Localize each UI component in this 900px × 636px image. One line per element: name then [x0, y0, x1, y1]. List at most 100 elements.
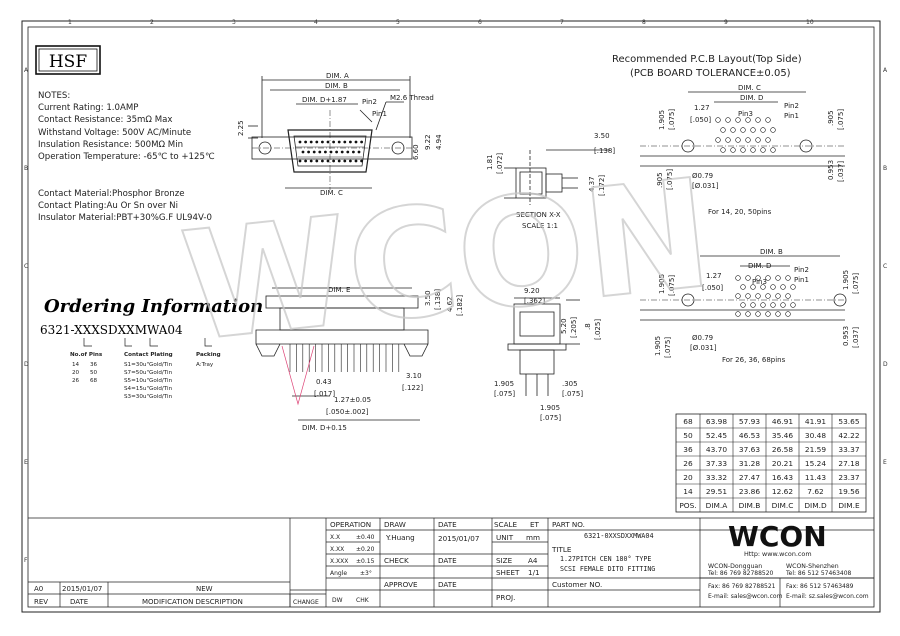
- front-thread: M2.6 Thread: [390, 94, 434, 102]
- tick-side-e: E: [24, 459, 28, 466]
- tb-operation: OPERATION: [330, 520, 371, 529]
- pcb2-bottom: 0.953: [842, 326, 850, 346]
- pins-3b: 68: [90, 378, 98, 384]
- side-b2b: [.075]: [562, 390, 583, 398]
- contact-pin: [360, 159, 363, 163]
- pcb-hole: [740, 302, 746, 308]
- table-cell: 26: [683, 459, 693, 468]
- tick-side-a: A: [24, 67, 29, 74]
- title-block-grid: [28, 517, 874, 607]
- rev-desc: NEW: [196, 585, 213, 593]
- contact-pin: [357, 150, 361, 154]
- pcb-hole: [735, 117, 741, 123]
- contact-pin: [298, 140, 302, 144]
- front-dim-a: DIM. A: [326, 72, 349, 80]
- tb-scale-v: ET: [530, 520, 540, 529]
- tb-sheet-l: SHEET: [496, 568, 520, 577]
- pcb2-left: 1.905: [658, 274, 666, 294]
- front-dim-d: DIM. D+1.87: [302, 96, 347, 104]
- contact-pin: [304, 159, 307, 163]
- pcb-hole: [740, 284, 746, 290]
- tb-office2-tel: Tel: 86 512 57463408: [785, 570, 852, 577]
- plating-1: S1=30u"Gold/Tin: [124, 362, 173, 368]
- bottom-d5: 1.27±0.05: [334, 396, 371, 404]
- pcb-hole: [770, 147, 776, 153]
- section-dim3b: [.172]: [598, 175, 606, 196]
- front-h1: 2.25: [237, 120, 245, 136]
- note-line-3: Withstand Voltage: 500V AC/Minute: [38, 128, 191, 138]
- pcb-hole: [755, 137, 761, 143]
- table-cell: 11.43: [805, 473, 826, 482]
- table-cell: 23.86: [739, 487, 760, 496]
- contact-pin: [321, 159, 324, 163]
- front-pin2: Pin2: [362, 98, 377, 106]
- table-cell: 57.93: [739, 417, 760, 426]
- tick-top-10: 10: [806, 19, 814, 26]
- tick-side-c: C: [24, 263, 28, 270]
- tb-office2-mail: E-mail: sz.sales@wcon.com: [786, 593, 869, 600]
- pins-2b: 50: [90, 370, 98, 376]
- pcb-hole: [740, 147, 746, 153]
- bottom-view: [255, 287, 429, 421]
- pcb2-pin2: Pin2: [794, 266, 809, 274]
- pcb-hole: [745, 275, 751, 281]
- table-header-cell: DIM.D: [804, 501, 827, 510]
- pcb-hole: [785, 311, 791, 317]
- table-cell: 33.37: [838, 445, 859, 454]
- table-cell: 12.62: [772, 487, 793, 496]
- pcb2-hole-b: [Ø.031]: [690, 344, 717, 352]
- tick-side-b: B: [24, 165, 28, 172]
- contact-pin: [343, 159, 347, 163]
- pcb-hole: [730, 127, 736, 133]
- section-label: SECTION X-X: [516, 211, 561, 219]
- pcb-title-2: (PCB BOARD TOLERANCE±0.05): [630, 68, 791, 79]
- contact-pin: [329, 150, 333, 154]
- plating-header: Contact Plating: [124, 352, 173, 358]
- pcb-hole: [720, 147, 726, 153]
- contact-pin: [307, 150, 310, 154]
- contact-pin: [332, 140, 335, 144]
- table-cell: 37.33: [706, 459, 727, 468]
- bottom-d4: 3.10: [406, 372, 422, 380]
- table-cell: 33.32: [706, 473, 727, 482]
- bottom-d2: 4.62: [446, 296, 454, 312]
- tb-office1-fax: Fax: 86 769 82788521: [708, 583, 776, 590]
- tb-office1: WCON-Dongguan: [708, 563, 762, 570]
- pcb-hole: [735, 137, 741, 143]
- pcb-hole: [780, 284, 786, 290]
- tb-unit-v: mm: [526, 533, 540, 542]
- notes-block: NOTES: Current Rating: 1.0AMP Contact Re…: [38, 91, 215, 223]
- tb-size-l: SIZE: [496, 556, 513, 565]
- pcb-hole: [770, 127, 776, 133]
- tick-side-e-r: E: [883, 459, 887, 466]
- pcb2-dim-d: DIM. D: [748, 262, 771, 270]
- pcb2-right: 1.905: [842, 270, 850, 290]
- pcb-hole: [775, 311, 781, 317]
- rev-h-chk: CHK: [356, 597, 370, 604]
- pcb2-left2: 1.905: [654, 336, 662, 356]
- table-cell: 20: [683, 473, 693, 482]
- tb-sheet-v: 1/1: [528, 568, 540, 577]
- pcb-hole: [745, 117, 751, 123]
- pcb2-pin3: Pin3: [752, 278, 767, 286]
- contact-pin: [354, 159, 358, 163]
- ordering-title: Ordering Information: [44, 296, 263, 317]
- contact-pin: [304, 140, 307, 144]
- table-cell: 46.53: [739, 431, 760, 440]
- contact-pin: [315, 159, 319, 163]
- side-r1b: [.205]: [570, 317, 578, 338]
- pcb2-left2-b: [.075]: [664, 337, 672, 358]
- plating-3: S5=10u"Gold/Tin: [124, 378, 173, 384]
- tick-top-5: 5: [396, 19, 400, 26]
- pcb-hole: [790, 302, 796, 308]
- tb-customer: Customer NO.: [552, 580, 602, 589]
- hsf-logo: HSF: [49, 52, 87, 72]
- pcb-hole: [785, 275, 791, 281]
- contact-pin: [326, 159, 330, 163]
- pcb-hole: [745, 137, 751, 143]
- pcb-hole: [770, 302, 776, 308]
- side-r2: .8: [584, 323, 592, 330]
- pcb-hole: [760, 147, 766, 153]
- tb-title-1: 1.27PITCH CEN 180° TYPE: [560, 555, 651, 563]
